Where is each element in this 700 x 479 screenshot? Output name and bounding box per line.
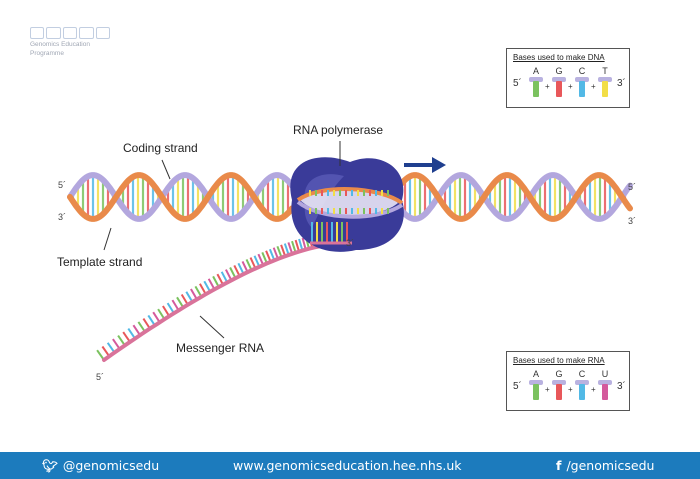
base-letter: A bbox=[532, 369, 539, 379]
dna-box-5-prime: 5´ bbox=[513, 78, 522, 89]
mrna-base bbox=[294, 239, 301, 252]
nucleotide-icon bbox=[529, 380, 543, 402]
mrna-base bbox=[298, 238, 304, 251]
facebook-link[interactable]: f/genomicsedu bbox=[556, 458, 654, 473]
plus-sign: + bbox=[545, 82, 550, 91]
base-item: A bbox=[529, 66, 543, 99]
rna-polymerase-label: RNA polymerase bbox=[293, 123, 384, 137]
plus-sign: + bbox=[545, 385, 550, 394]
logo-text-line1: Genomics Education bbox=[30, 41, 90, 48]
dna-box-3-prime: 3´ bbox=[617, 78, 626, 89]
mrna-base bbox=[280, 244, 287, 257]
plus-sign: + bbox=[591, 82, 596, 91]
mrna-base bbox=[220, 271, 229, 283]
direction-arrow-icon bbox=[404, 157, 446, 173]
twitter-handle: @genomicsedu bbox=[62, 458, 160, 473]
base-item: U bbox=[598, 369, 612, 402]
base-letter: T bbox=[602, 66, 608, 76]
mrna-5-prime: 5´ bbox=[96, 372, 105, 382]
mrna-base bbox=[176, 296, 185, 309]
coding-strand-right-5-prime: 5´ bbox=[628, 182, 637, 192]
mrna-base bbox=[212, 275, 220, 288]
facebook-handle: /genomicsedu bbox=[566, 458, 655, 473]
website-link[interactable]: www.genomicseducation.hee.nhs.uk bbox=[233, 458, 462, 473]
coding-strand-in-bubble bbox=[296, 187, 404, 205]
base-letter: U bbox=[601, 369, 609, 379]
template-strand-backbone bbox=[399, 172, 633, 222]
base-item: G bbox=[552, 369, 566, 402]
base-item: C bbox=[575, 66, 589, 99]
nucleotide-icon bbox=[552, 380, 566, 402]
twitter-icon: 🐦︎ bbox=[42, 458, 58, 473]
label-pointers bbox=[103, 141, 341, 339]
transcription-bubble bbox=[300, 187, 398, 216]
rna-polymerase-enzyme bbox=[290, 157, 404, 252]
logo-text-line2: Programme bbox=[30, 50, 64, 57]
template-strand-3-prime: 3´ bbox=[58, 212, 67, 222]
nucleotide-icon bbox=[529, 77, 543, 99]
nucleotide-icon bbox=[575, 380, 589, 402]
base-letter: G bbox=[555, 66, 563, 76]
rna-box-5-prime: 5´ bbox=[513, 381, 522, 392]
mrna-base bbox=[287, 242, 294, 255]
base-letter: C bbox=[578, 369, 586, 379]
template-strand-label: Template strand bbox=[57, 255, 143, 269]
base-item: A bbox=[529, 369, 543, 402]
messenger-rna-label: Messenger RNA bbox=[176, 341, 265, 355]
nucleotide-icon bbox=[575, 77, 589, 99]
mrna-base bbox=[225, 269, 233, 281]
plus-sign: + bbox=[568, 82, 573, 91]
coding-strand-pointer bbox=[161, 159, 171, 180]
base-letter: G bbox=[555, 369, 563, 379]
mrna-base bbox=[253, 255, 261, 268]
base-letter: A bbox=[532, 66, 539, 76]
plus-sign: + bbox=[591, 385, 596, 394]
messenger-rna-pointer bbox=[199, 315, 225, 339]
base-item: G bbox=[552, 66, 566, 99]
dna-logo-icon bbox=[30, 27, 111, 39]
mrna-base bbox=[216, 273, 224, 286]
rna-bases-legend: Bases used to make RNA 5´ 3´ A + G + C + U bbox=[506, 351, 630, 411]
mrna-base bbox=[171, 299, 180, 311]
coding-strand-label: Coding strand bbox=[123, 141, 198, 155]
coding-strand-backbone bbox=[399, 172, 633, 222]
template-strand-right-3-prime: 3´ bbox=[628, 216, 637, 226]
nucleotide-icon bbox=[598, 380, 612, 402]
mrna-base bbox=[301, 237, 307, 250]
mrna-base bbox=[147, 314, 156, 326]
mrna-base bbox=[283, 243, 290, 256]
template-strand-pointer bbox=[103, 227, 112, 251]
dna-bases-title: Bases used to make DNA bbox=[513, 53, 605, 62]
dna-bases-legend: Bases used to make DNA 5´ 3´ A + G + C + T bbox=[506, 48, 630, 108]
coding-strand-5-prime: 5´ bbox=[58, 180, 67, 190]
facebook-icon: f bbox=[556, 458, 562, 473]
rna-bases-title: Bases used to make RNA bbox=[513, 356, 605, 365]
coding-strand-backbone bbox=[67, 172, 295, 222]
mrna-base bbox=[152, 311, 161, 323]
transcription-diagram: Genomics Education Programme Coding stra… bbox=[30, 27, 637, 411]
transcription-bubble-detail bbox=[296, 187, 404, 245]
mrna-backbone bbox=[102, 241, 347, 362]
helix-strands bbox=[67, 172, 633, 222]
mrna-base bbox=[276, 245, 283, 258]
base-item: C bbox=[575, 369, 589, 402]
twitter-link[interactable]: 🐦︎ @genomicsedu bbox=[42, 458, 159, 474]
base-letter: C bbox=[578, 66, 586, 76]
template-strand-in-bubble bbox=[296, 200, 404, 219]
dna-helix-illustration bbox=[67, 141, 633, 362]
mrna-growing-3-prime: 3´ bbox=[346, 238, 355, 248]
mrna-base bbox=[127, 328, 136, 340]
footer-bar: 🐦︎ @genomicsedu www.genomicseducation.hee… bbox=[0, 452, 700, 479]
rna-box-3-prime: 3´ bbox=[617, 381, 626, 392]
base-item: T bbox=[598, 66, 612, 99]
nucleotide-icon bbox=[552, 77, 566, 99]
genomics-education-logo: Genomics Education Programme bbox=[30, 27, 111, 57]
mrna-base bbox=[291, 240, 297, 253]
nucleotide-icon bbox=[598, 77, 612, 99]
plus-sign: + bbox=[568, 385, 573, 394]
